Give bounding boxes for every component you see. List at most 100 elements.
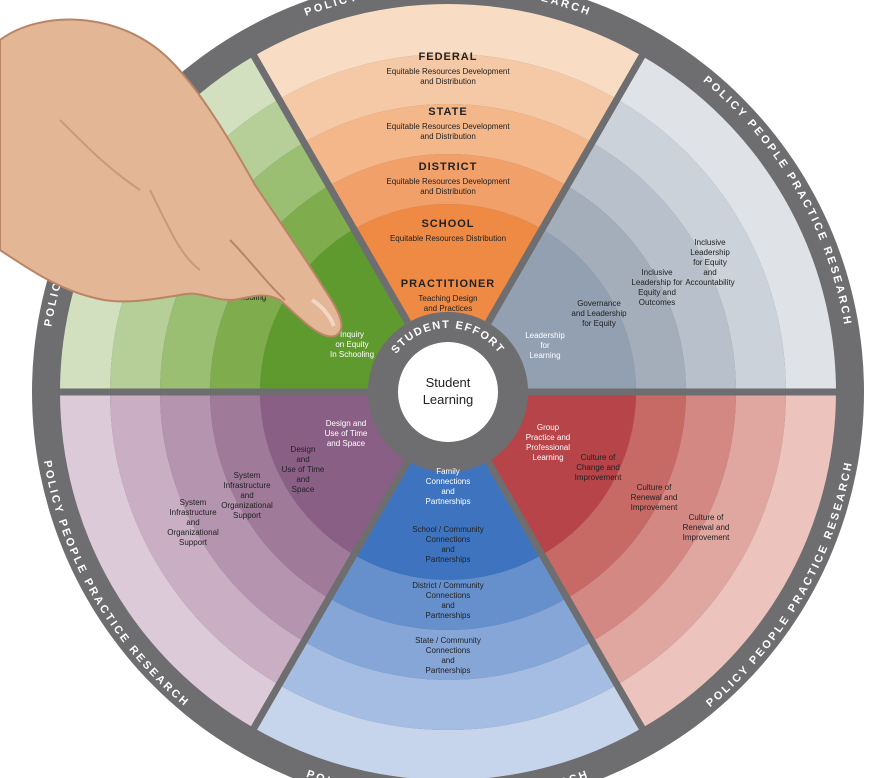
- bottom-left-ring-2: SystemInfrastructureandOrganizationalSup…: [221, 471, 273, 520]
- ring-label-line: and Space: [327, 439, 366, 448]
- ring-label-line: Group: [537, 423, 560, 432]
- ring-label-line: Equitable Resources Development: [386, 177, 510, 186]
- bottom-ring-2: District / CommunityConnectionsandPartne…: [412, 581, 484, 620]
- top-band-5: [354, 204, 542, 323]
- ring-label-line: System: [180, 498, 207, 507]
- ring-label-line: Support: [233, 511, 262, 520]
- bottom-band-1: [254, 684, 642, 778]
- top-band-2: [279, 54, 617, 143]
- pointing-hand-illustration: [0, 18, 343, 338]
- ring-label-line: Connections: [426, 591, 470, 600]
- sector-divider: [249, 459, 412, 732]
- ring-label-line: for Equity: [582, 319, 616, 328]
- ring-label-line: and Practices: [424, 304, 472, 313]
- ring-label-line: School / Community: [412, 525, 484, 534]
- ring-label-line: for: [540, 341, 550, 350]
- ring-label-line: Improvement: [683, 533, 730, 542]
- ring-label-line: Equitable Resources Development: [386, 122, 510, 131]
- ring-label-line: Support: [179, 538, 208, 547]
- ring-label-line: for Equity: [693, 258, 727, 267]
- ring-label-line: Culture of: [637, 483, 672, 492]
- bottom-band-4: [329, 554, 567, 630]
- ring-heading: FEDERAL: [419, 51, 478, 63]
- ring-label-line: and Distribution: [420, 132, 476, 141]
- ring-heading: SCHOOL: [421, 218, 474, 230]
- ring-label-line: Practice and: [526, 433, 570, 442]
- ring-label-line: Culture of: [581, 453, 616, 462]
- ring-label-line: Improvement: [575, 473, 622, 482]
- ring-label-line: Leadership for: [631, 278, 682, 287]
- top-band-3: [304, 104, 592, 186]
- ring-label-line: and Distribution: [420, 187, 476, 196]
- ring-label-line: Use of Time: [282, 465, 325, 474]
- ring-label-line: Family: [436, 467, 460, 476]
- ring-label-line: Governance: [577, 299, 621, 308]
- ring-label-line: Learning: [532, 453, 563, 462]
- sector-layer: [60, 3, 836, 778]
- ring-label-line: Partnerships: [426, 555, 471, 564]
- ring-label-line: Organizational: [221, 501, 273, 510]
- bottom-right-band-2: [592, 392, 786, 685]
- ring-label-line: and: [296, 455, 309, 464]
- bottom-left-band-3: [160, 392, 329, 642]
- bottom-left-band-5: [260, 392, 408, 555]
- sector-divider: [484, 459, 647, 732]
- ring-label-line: Connections: [426, 535, 470, 544]
- center-line-2: Learning: [423, 392, 474, 407]
- bottom-right-band-4: [542, 392, 686, 599]
- ring-label-line: and: [240, 491, 253, 500]
- ring-label-line: Renewal and: [631, 493, 678, 502]
- ring-label-line: Professional: [526, 443, 570, 452]
- ring-label-line: Leadership: [690, 248, 730, 257]
- bottom-ring-1: State / CommunityConnectionsandPartnersh…: [415, 636, 481, 675]
- ring-heading: STATE: [428, 106, 467, 118]
- hub-center: [398, 342, 498, 442]
- top-band-1: [254, 3, 642, 100]
- ring-label-line: Teaching Design: [418, 294, 477, 303]
- ring-label-line: Partnerships: [426, 666, 471, 675]
- ring-label-line: Connections: [426, 646, 470, 655]
- bottom-band-2: [279, 641, 617, 731]
- bottom-right-band-3: [567, 392, 736, 642]
- sector-divider: [484, 52, 647, 325]
- ring-label-line: and: [296, 475, 309, 484]
- top-right-band-1: [617, 55, 836, 392]
- top-ring-1: FEDERAL Equitable Resources Developmentan…: [386, 51, 510, 86]
- ring-label-line: Renewal and: [683, 523, 730, 532]
- ring-label-line: Infrastructure: [169, 508, 217, 517]
- ring-heading: DISTRICT: [419, 161, 478, 173]
- ring-label-line: Culture of: [689, 513, 724, 522]
- bottom-band-5: [354, 461, 542, 580]
- bottom-band-3: [304, 598, 592, 680]
- ring-heading: PRACTITIONER: [401, 278, 496, 290]
- bottom-right-band-5: [488, 392, 636, 555]
- top-right-band-5: [488, 229, 636, 392]
- ring-label-line: Inclusive: [641, 268, 673, 277]
- bottom-right-band-1: [617, 392, 836, 729]
- top-band-4: [329, 154, 567, 230]
- ring-label-line: Infrastructure: [223, 481, 271, 490]
- ring-label-line: Equity and: [638, 288, 676, 297]
- ring-label-line: and Distribution: [420, 77, 476, 86]
- sector-divider: [249, 52, 412, 325]
- bottom-left-band-2: [110, 392, 304, 685]
- ring-label-line: Equitable Resources Development: [386, 67, 510, 76]
- ring-label-line: Inclusive: [694, 238, 726, 247]
- bottom-left-band-1: [60, 392, 279, 729]
- ring-label-line: Change and: [576, 463, 620, 472]
- ring-label-line: and: [186, 518, 199, 527]
